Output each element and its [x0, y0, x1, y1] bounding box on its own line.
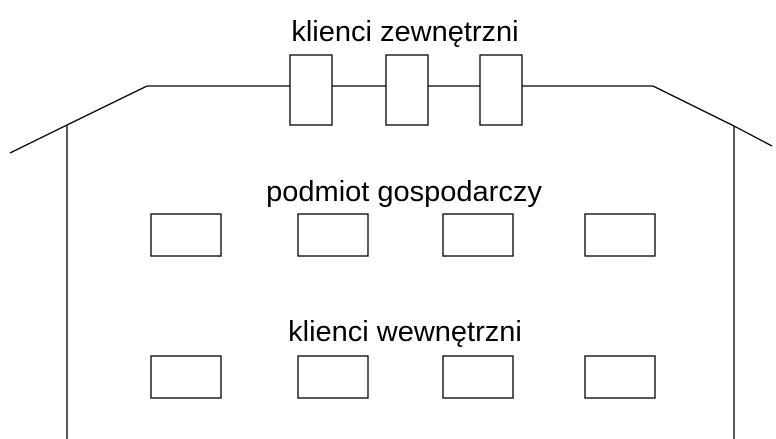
internal-client-box: [584, 355, 656, 399]
business-unit-box: [297, 213, 369, 257]
business-entity-label: podmiot gospodarczy: [266, 176, 542, 208]
external-client-box: [289, 54, 333, 126]
right-roof-slope: [652, 85, 735, 127]
left-roof-slope: [66, 85, 148, 126]
internal-client-box: [442, 355, 514, 399]
internal-client-box: [297, 355, 369, 399]
external-client-boxes: [289, 54, 523, 126]
business-unit-box: [584, 213, 656, 257]
right-roof-eave: [733, 125, 773, 147]
business-unit-box: [150, 213, 222, 257]
external-clients-label: klienci zewnętrzni: [291, 16, 518, 48]
external-client-box: [479, 54, 523, 126]
internal-client-boxes: [150, 355, 656, 399]
external-client-box: [385, 54, 429, 126]
business-entity-boxes: [150, 213, 656, 257]
left-roof-eave: [9, 124, 68, 154]
building-outline: [9, 85, 773, 439]
internal-clients-label: klienci wewnętrzni: [288, 316, 522, 348]
business-unit-box: [442, 213, 514, 257]
internal-client-box: [150, 355, 222, 399]
